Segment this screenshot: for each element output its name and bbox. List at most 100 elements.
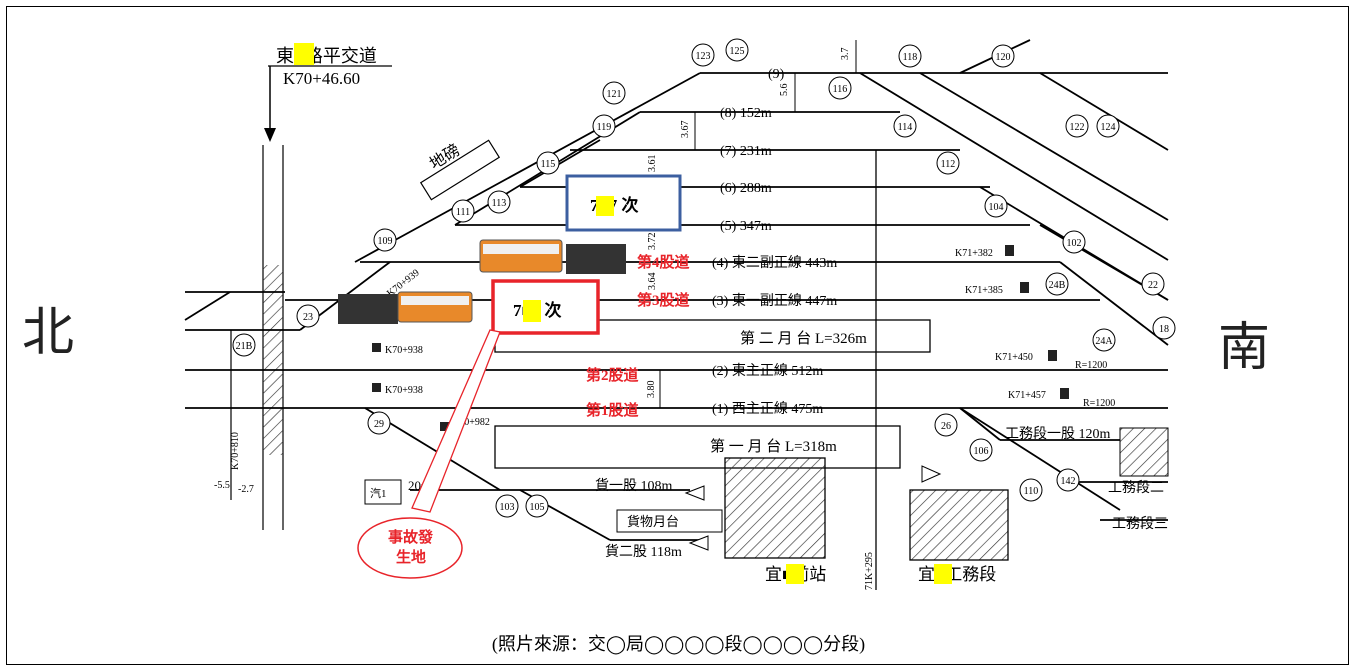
svg-text:R=1200: R=1200 [1075, 360, 1107, 371]
svg-text:24A: 24A [1095, 336, 1113, 347]
car-building [364, 479, 402, 505]
svg-text:第1股道: 第1股道 [586, 401, 639, 419]
station-building [724, 457, 826, 559]
platform-2-label: 第 二 月 台 L=326m [740, 329, 867, 347]
signal-icon [440, 422, 449, 431]
masked-character [523, 300, 541, 322]
svg-text:第3股道: 第3股道 [637, 291, 690, 309]
train-box-blue: 7■7 次 [565, 174, 682, 232]
cargo-siding-1: 貨一股 108m [595, 477, 672, 494]
signal-icon [372, 383, 381, 392]
train-consist-track-3 [338, 291, 473, 324]
masked-character [786, 564, 804, 584]
arrow-down-icon [264, 128, 276, 142]
masked-character [596, 196, 614, 216]
works-building-label: 宜■工務段 [918, 565, 996, 584]
svg-text:23: 23 [303, 312, 313, 323]
north-direction-label: 北 [22, 303, 75, 363]
svg-text:103: 103 [500, 502, 515, 513]
track-lines [184, 39, 1169, 590]
works-shed [1119, 427, 1169, 477]
dimensions: 3.7 5.6 3.67 3.61 3.72 3.64 3.80 [646, 40, 857, 408]
signal-icon [372, 343, 381, 352]
cargo-siding-2: 貨二股 118m [605, 543, 682, 560]
buffer-stop-icon [688, 535, 709, 551]
switch-markers: 123 125 118 120 121 116 119 114 122 124 … [232, 38, 1176, 518]
accident-label: 事故發 [388, 528, 434, 546]
signal-icon [1020, 282, 1029, 293]
svg-text:142: 142 [1061, 476, 1076, 487]
platform-1-label: 第 一 月 台 L=318m [710, 437, 837, 455]
svg-text:106: 106 [974, 446, 989, 457]
train-consist-track-4 [479, 239, 626, 274]
svg-text:第2股道: 第2股道 [586, 366, 639, 384]
svg-text:3.64: 3.64 [647, 273, 658, 291]
boxcar [566, 244, 626, 274]
svg-text:(2) 東主正線 512m: (2) 東主正線 512m [712, 363, 823, 379]
train-box-red: 7■6 次 [491, 279, 600, 335]
svg-text:(6) 288m: (6) 288m [720, 181, 772, 196]
figure-frame [6, 6, 1349, 665]
svg-text:3.67: 3.67 [680, 121, 691, 139]
svg-text:5.6: 5.6 [779, 84, 790, 97]
station-track-diagram: 東■路平交道 K70+46.60 地磅 [184, 38, 1176, 590]
svg-text:K71+382: K71+382 [955, 248, 993, 259]
svg-text:K71+450: K71+450 [995, 352, 1033, 363]
svg-text:115: 115 [541, 159, 556, 170]
svg-text:22: 22 [1148, 280, 1158, 291]
svg-text:-5.5: -5.5 [214, 480, 230, 491]
accident-callout: 事故發 生地 [357, 329, 501, 579]
red-track-labels: 第4股道 第3股道 第2股道 第1股道 [586, 253, 690, 419]
svg-text:(1) 西主正線 475m: (1) 西主正線 475m [712, 401, 823, 417]
works-siding-3: 工務段三 [1112, 516, 1168, 532]
crossing-km: K70+46.60 [283, 69, 360, 88]
platform-1 [494, 425, 901, 469]
svg-text:第4股道: 第4股道 [637, 253, 690, 271]
svg-text:3.61: 3.61 [647, 155, 658, 173]
svg-text:26: 26 [941, 421, 951, 432]
buffer-stop-icon [921, 465, 942, 483]
svg-text:(7) 231m: (7) 231m [720, 144, 772, 159]
svg-text:18: 18 [1159, 324, 1169, 335]
svg-text:116: 116 [833, 84, 848, 95]
cargo-platform [616, 509, 723, 533]
works-building [909, 489, 1009, 561]
works-siding-2: 工務段二 [1108, 480, 1164, 496]
svg-text:21B: 21B [236, 341, 253, 352]
svg-text:113: 113 [492, 198, 507, 209]
svg-text:105: 105 [530, 502, 545, 513]
svg-text:(4) 東二副正線 443m: (4) 東二副正線 443m [712, 255, 837, 271]
svg-text:110: 110 [1024, 486, 1039, 497]
photo-source-caption: (照片來源：交◯局◯◯◯◯段◯◯◯◯分段) [491, 634, 866, 654]
track-labels: (9) (8) 152m (7) 231m (6) 288m (5) 347m … [712, 67, 837, 417]
svg-text:109: 109 [378, 236, 393, 247]
buffer-stop-icon [684, 485, 705, 501]
svg-text:3.80: 3.80 [646, 381, 657, 399]
svg-text:119: 119 [597, 122, 612, 133]
svg-text:29: 29 [374, 419, 384, 430]
svg-text:120: 120 [996, 52, 1011, 63]
works-siding-1: 工務段一股 120m [1005, 426, 1110, 442]
svg-text:123: 123 [696, 51, 711, 62]
svg-text:114: 114 [898, 122, 913, 133]
svg-text:3.7: 3.7 [840, 48, 851, 61]
svg-text:R=1200: R=1200 [1083, 398, 1115, 409]
svg-text:102: 102 [1067, 238, 1082, 249]
boxcar [338, 294, 398, 324]
signal-icon [1060, 388, 1069, 399]
svg-text:125: 125 [730, 46, 745, 57]
svg-text:124: 124 [1101, 122, 1116, 133]
svg-text:-2.7: -2.7 [238, 484, 254, 495]
svg-text:118: 118 [903, 52, 918, 63]
south-direction-label: 南 [1218, 318, 1271, 378]
level-crossing: 東■路平交道 K70+46.60 [262, 43, 392, 530]
masked-character [934, 564, 952, 584]
svg-text:汽1: 汽1 [370, 486, 387, 500]
svg-text:(5) 347m: (5) 347m [720, 219, 772, 234]
weighbridge: 地磅 [419, 139, 501, 201]
svg-text:(8) 152m: (8) 152m [720, 106, 772, 121]
svg-text:3.72: 3.72 [647, 233, 658, 251]
svg-text:71K+295: 71K+295 [864, 552, 875, 590]
masked-character [294, 43, 314, 65]
signal-icon [1048, 350, 1057, 361]
